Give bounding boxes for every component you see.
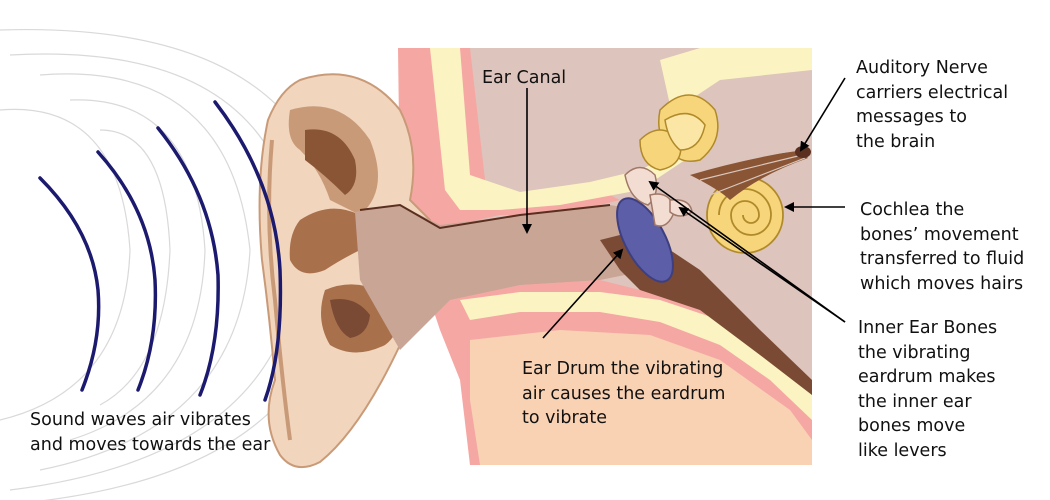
label-line: like levers	[858, 440, 947, 461]
label-sound-waves: Sound waves air vibrates and moves towar…	[30, 408, 270, 457]
pinna	[258, 73, 442, 469]
label-line: which moves hairs	[860, 273, 1024, 294]
ossicles	[624, 166, 693, 227]
semicircular-canals	[639, 94, 719, 171]
label-line: Inner Ear Bones	[858, 318, 998, 338]
concha	[289, 208, 360, 274]
label-line: messages to	[856, 107, 967, 127]
label-line: Ear Drum the vibrating	[522, 359, 724, 379]
label-line: the vibrating	[858, 342, 971, 363]
pinna-rim-shadow	[267, 139, 292, 441]
label-ear-drum: Ear Drum the vibrating air causes the ea…	[522, 357, 725, 431]
label-ear-canal-text: Ear Canal	[482, 68, 567, 88]
ear-canal	[355, 205, 650, 350]
label-line: the inner ear	[858, 391, 972, 412]
canal-upper-edge	[359, 203, 611, 230]
label-auditory-nerve: Auditory Nerve carriers electrical messa…	[856, 56, 1008, 154]
arrow-auditory-nerve	[799, 77, 846, 152]
label-line: carriers electrical	[856, 82, 1009, 103]
label-line: air causes the eardrum	[522, 383, 726, 404]
label-line: Auditory Nerve	[856, 58, 988, 78]
upper-tissue-yellow	[430, 48, 812, 210]
sound-wave-3	[156, 126, 220, 397]
label-line: and moves towards the ear	[30, 434, 271, 455]
arrow-inner-ear-bones-2	[678, 206, 846, 323]
label-line: to vibrate	[522, 408, 608, 428]
sound-wave-4	[213, 100, 283, 402]
lobe-fold	[330, 299, 370, 338]
label-line: bones move	[858, 416, 966, 436]
label-line: Cochlea the	[860, 200, 965, 220]
pointer-arrows	[522, 77, 846, 339]
label-line: eardrum makes	[858, 367, 996, 387]
label-cochlea: Cochlea the bones’ movement transferred …	[860, 198, 1024, 296]
label-inner-ear-bones: Inner Ear Bones the vibrating eardrum ma…	[858, 316, 997, 463]
arrow-ear-drum	[542, 248, 624, 339]
label-line: Sound waves air vibrates	[30, 410, 251, 430]
label-line: the brain	[856, 131, 936, 152]
lower-tissue-yellow-2	[470, 330, 812, 465]
sound-waves	[38, 100, 283, 402]
eardrum	[616, 197, 674, 283]
pinna-fold-deep	[305, 129, 357, 195]
sound-wave-1	[38, 176, 101, 392]
label-line: bones’ movement	[860, 224, 1019, 245]
label-ear-canal: Ear Canal	[482, 66, 566, 91]
label-line: transferred to fluid	[860, 249, 1025, 269]
sound-wave-2	[96, 150, 158, 392]
